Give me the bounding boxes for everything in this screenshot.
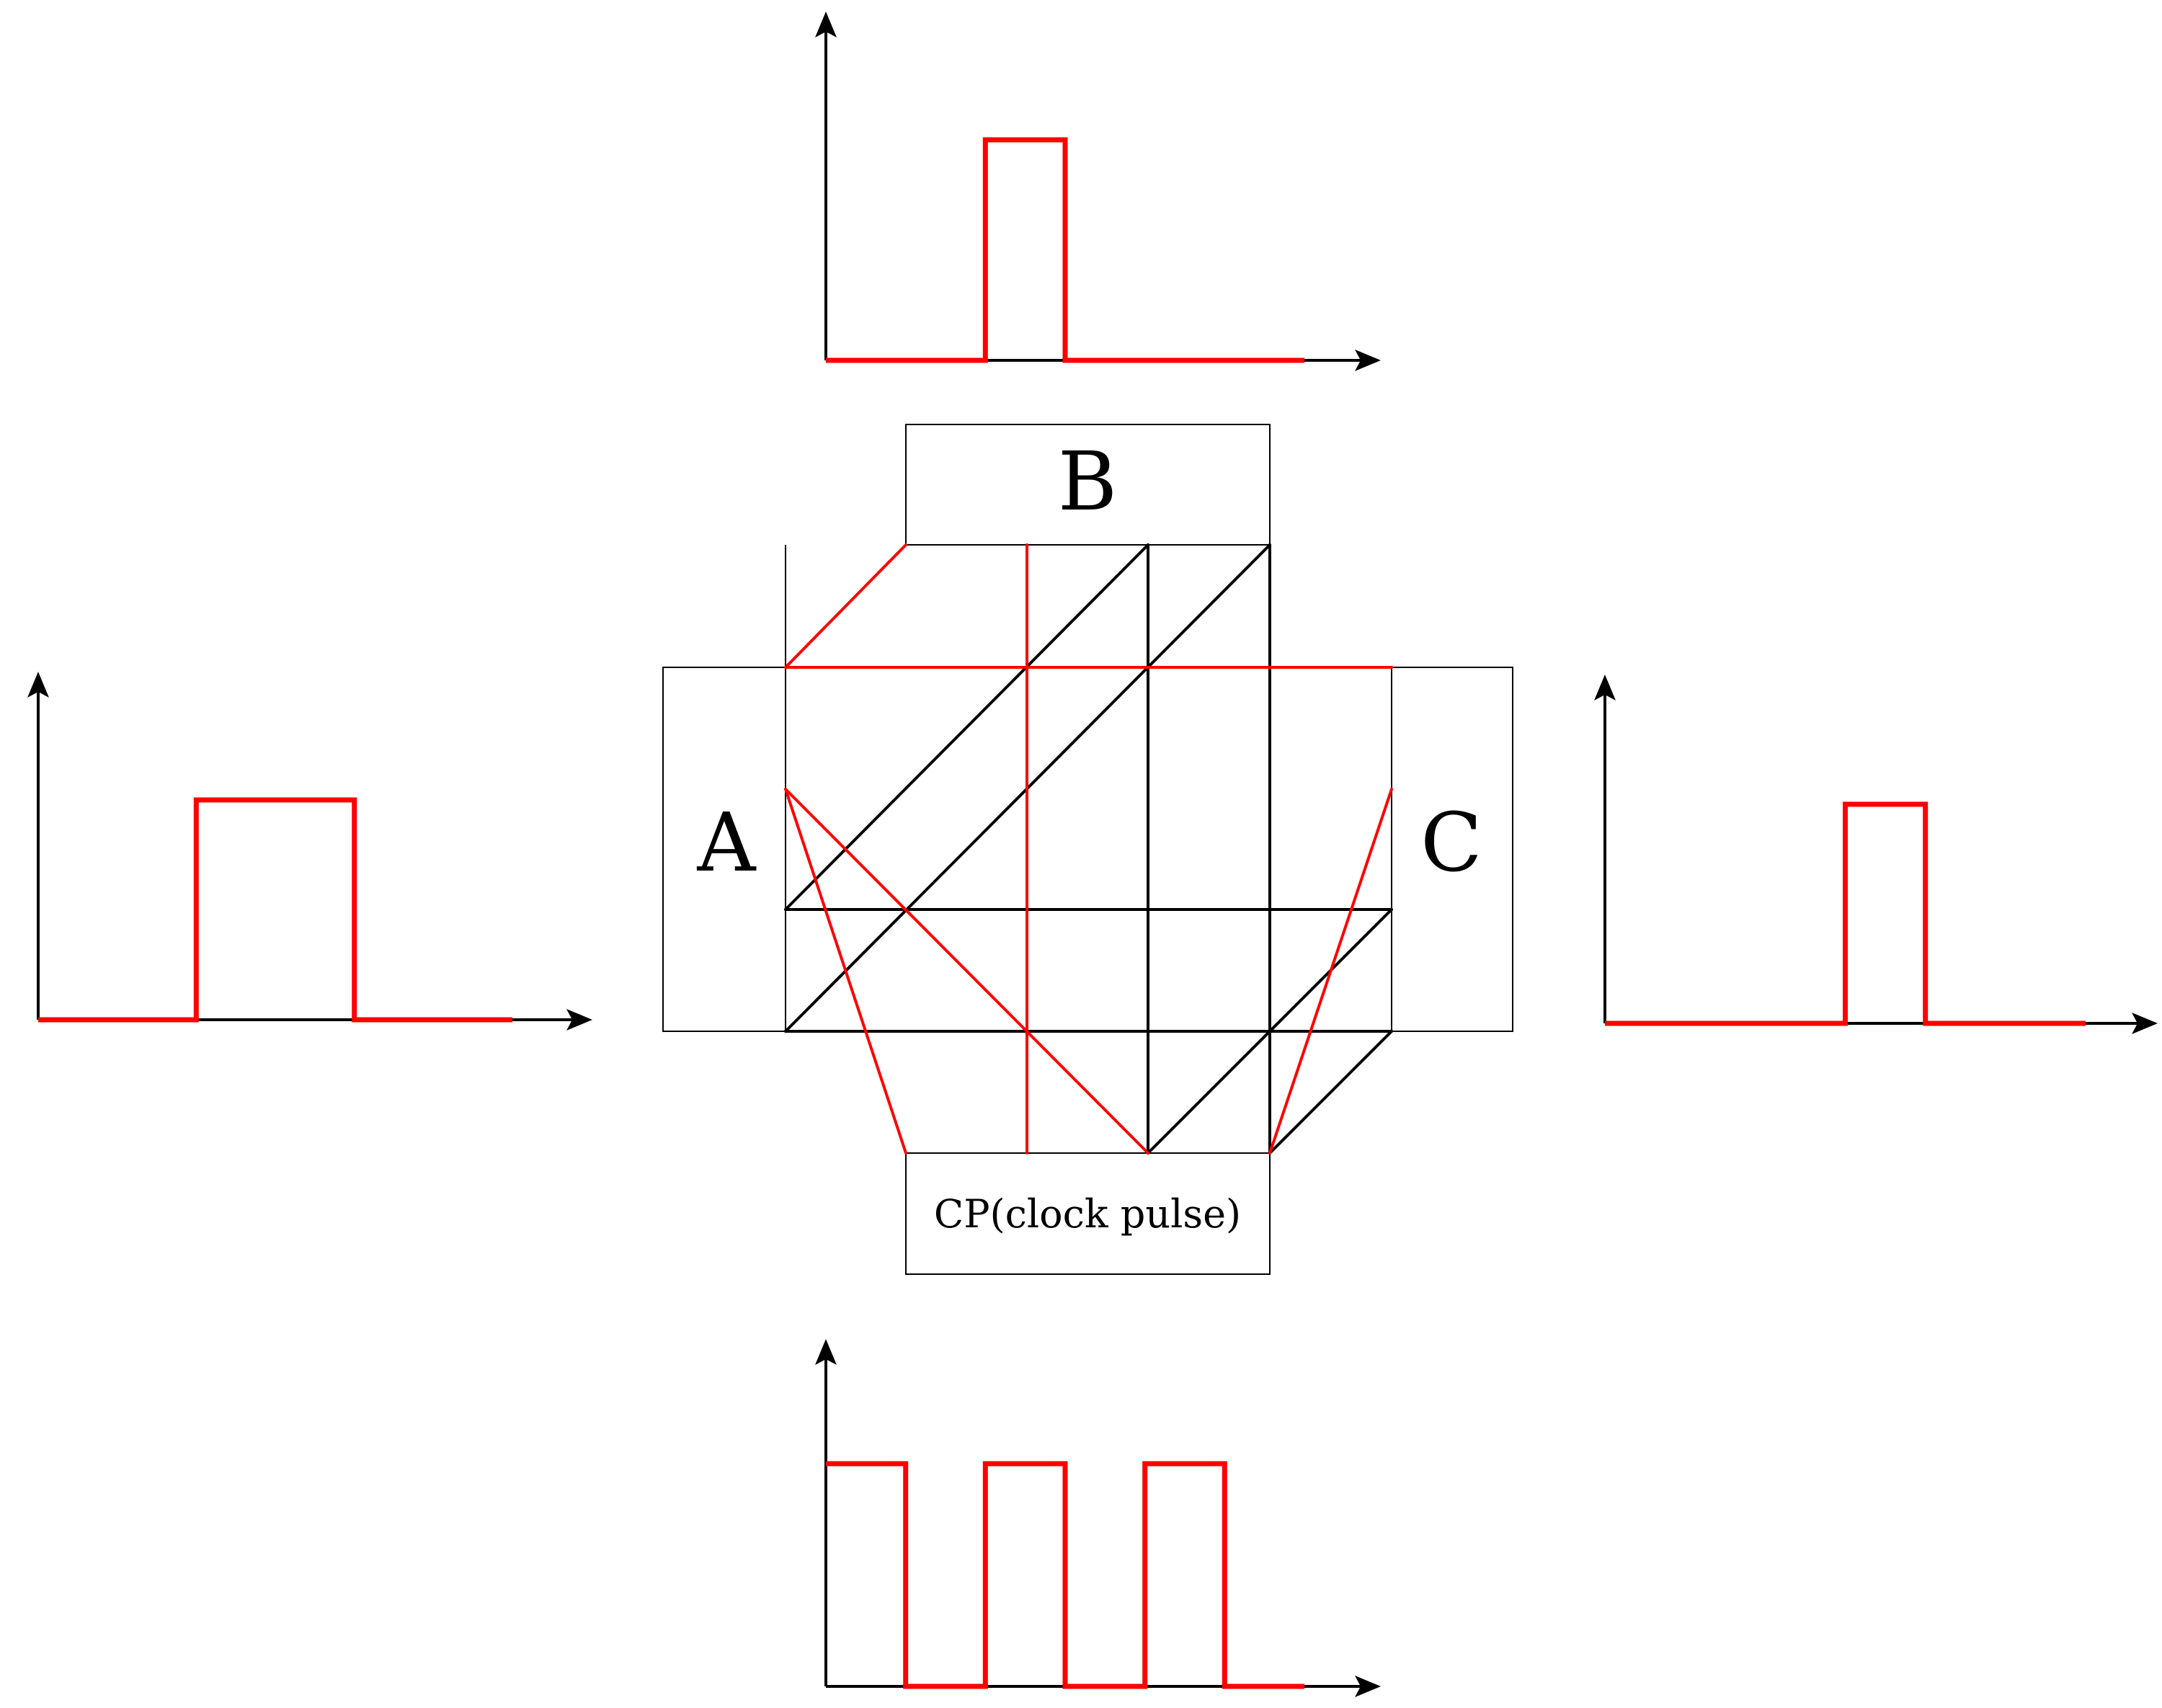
wire-black-d4 [1268,1030,1393,1155]
plot-left-x-arrowhead [566,1009,592,1031]
plot-right-y-arrowhead [1594,675,1616,700]
wire-red-a-diag2 [784,788,907,1155]
wire-black-d1 [784,543,1149,911]
wire-red-a-diag1 [784,788,1149,1155]
box-c-label: C [1420,796,1482,890]
box-a-label: A [697,796,757,890]
waveform-plot-top [815,12,1381,371]
waveform-bottom-trace [826,1461,1304,1689]
plot-top-y-arrowhead [815,12,837,37]
plot-left-y-arrowhead [27,672,49,698]
waveform-plot-left [27,672,592,1031]
red-wires [784,543,1393,1155]
box-c: C [1391,667,1513,1032]
waveform-top-trace [826,137,1304,363]
waveform-plot-right [1594,675,2158,1034]
box-b: B [905,424,1271,546]
waveform-plot-bottom [815,1339,1381,1697]
box-clock-pulse-label: CP(clock pulse) [934,1191,1241,1237]
circuit-grid [785,544,1392,1032]
box-clock-pulse: CP(clock pulse) [905,1152,1271,1275]
box-a: A [662,667,786,1032]
plot-bottom-x-arrowhead [1355,1676,1381,1697]
wire-black-d3 [1147,908,1393,1155]
grid-frame [785,667,1392,1032]
waveform-left-trace [38,797,512,1023]
box-b-label: B [1058,435,1117,529]
box-clock-pulse-frame [905,1152,1271,1275]
plot-bottom-y-arrowhead [815,1339,837,1365]
wire-red-c-diag [1268,788,1393,1155]
waveform-right-trace [1605,801,2086,1026]
plot-top-x-arrowhead [1355,350,1381,371]
plot-right-x-arrowhead [2132,1013,2158,1034]
wire-red-b-diag [784,543,907,669]
